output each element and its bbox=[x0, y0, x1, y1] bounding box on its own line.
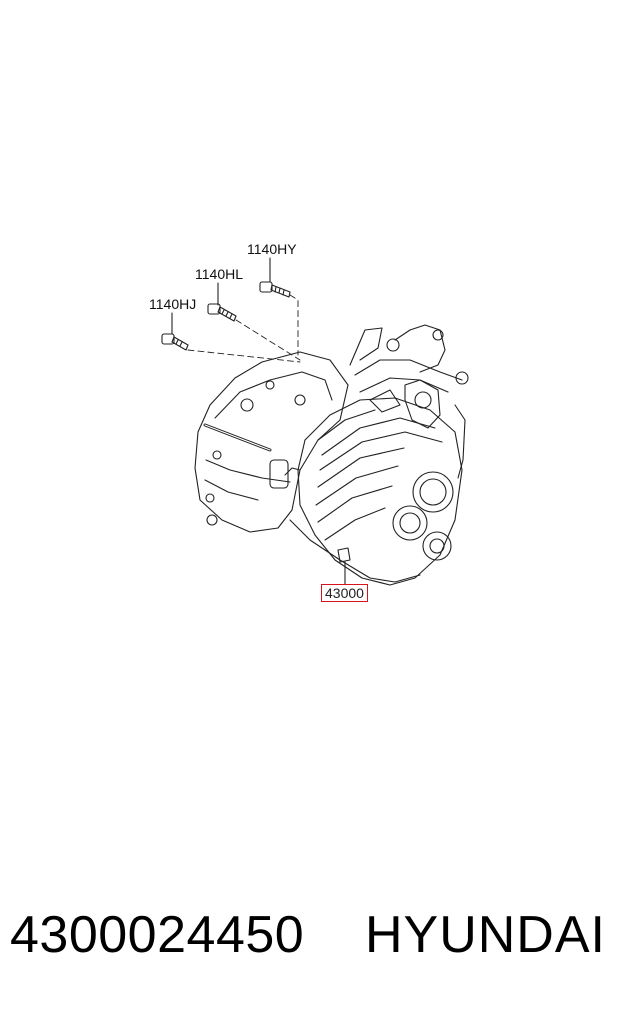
transmission-housing bbox=[194, 324, 469, 587]
part-number: 4300024450 bbox=[10, 906, 305, 964]
callout-43000[interactable]: 43000 bbox=[321, 584, 368, 602]
callout-1140hl[interactable]: 1140HL bbox=[195, 266, 244, 282]
bolt-guide-lines bbox=[187, 294, 301, 363]
footer: 4300024450 HYUNDAI bbox=[0, 905, 620, 975]
bolt-1140hj-icon bbox=[161, 333, 189, 351]
callout-1140hj[interactable]: 1140HJ bbox=[149, 296, 197, 312]
brand-name: HYUNDAI bbox=[364, 906, 606, 964]
bolt-1140hl-icon bbox=[207, 303, 237, 322]
transmission-illustration bbox=[161, 257, 469, 587]
parts-diagram: 1140HY 1140HL 1140HJ 43000 bbox=[149, 241, 469, 602]
callout-1140hy[interactable]: 1140HY bbox=[247, 241, 297, 257]
bolt-1140hy-icon bbox=[259, 281, 291, 298]
